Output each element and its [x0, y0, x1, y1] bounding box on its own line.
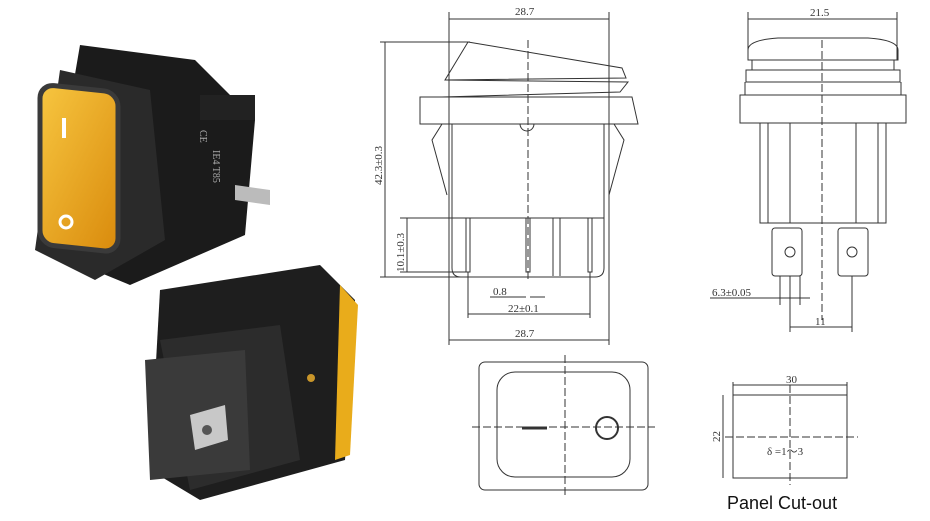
ce-mark: CE	[197, 130, 208, 143]
switch-photo-front: IE4 T85 CE	[35, 45, 270, 285]
panel-cutout-caption: Panel Cut-out	[727, 493, 838, 513]
on-symbol	[62, 118, 66, 138]
front-view-drawing	[380, 12, 639, 345]
dim-cutout-height: 22	[711, 431, 723, 442]
switch-photo-rear	[145, 265, 358, 500]
top-view-drawing	[472, 355, 655, 495]
dim-height: 42.3±0.3	[373, 145, 385, 185]
dim-width-top: 28.7	[515, 6, 535, 18]
dim-tab-spacing: 11	[815, 316, 826, 328]
panel-cutout-drawing	[722, 382, 858, 485]
dim-pin-width: 0.8	[493, 286, 507, 298]
marking-text: IE4 T85	[210, 150, 221, 183]
off-symbol	[58, 214, 74, 230]
panel-thickness: δ =1～3	[767, 446, 804, 458]
dim-side-width: 21.5	[810, 7, 830, 19]
dim-cutout-width: 30	[786, 374, 798, 386]
dim-tab-width: 6.3±0.05	[712, 287, 752, 299]
dim-width-bottom: 28.7	[515, 328, 535, 340]
side-view-drawing	[710, 12, 907, 332]
dim-pin-pitch: 22±0.1	[508, 303, 539, 315]
dim-pin-length: 10.1±0.3	[395, 232, 407, 272]
